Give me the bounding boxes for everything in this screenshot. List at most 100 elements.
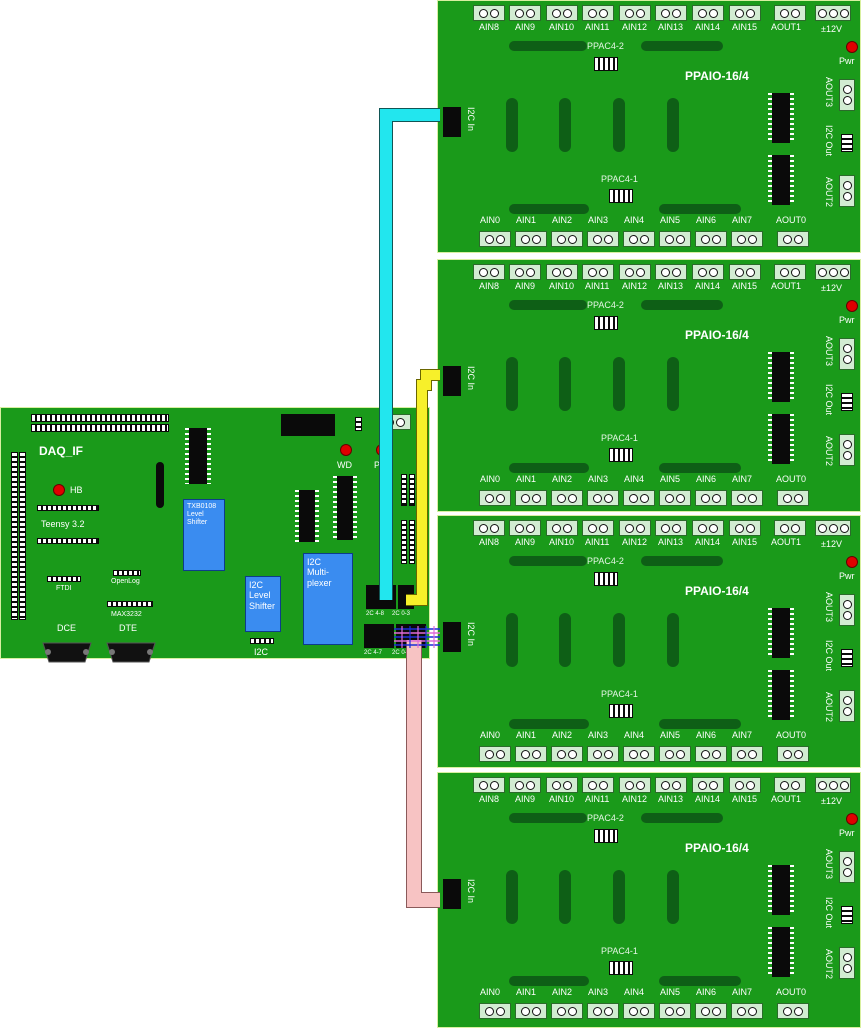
ppaio-title: PPAIO-16/4 [685, 69, 749, 83]
i2c-level-shifter: I2C Level Shifter [245, 576, 281, 632]
power-12v-terminal-ring [817, 523, 827, 533]
bottom-terminal-2 [551, 746, 583, 762]
bottom-label-3: AIN3 [588, 730, 609, 740]
top-terminal-6 [692, 777, 724, 793]
aout0-terminal-ring [794, 1006, 803, 1016]
pwr-led [846, 41, 858, 53]
aout0-label: AOUT0 [776, 987, 807, 997]
bottom-terminal-0-ring [485, 493, 494, 503]
aout2-terminal-ring [842, 451, 852, 460]
aout3-terminal [839, 851, 855, 883]
power-12v-terminal-ring [817, 267, 827, 277]
bottom-terminal-6-ring [701, 493, 710, 503]
pwr-label: Pwr [839, 571, 855, 581]
bottom-terminal-0-ring [496, 234, 505, 244]
aout3-label: AOUT3 [824, 592, 834, 623]
top-terminal-6-ring [709, 267, 718, 277]
bottom-terminal-3-ring [593, 234, 602, 244]
top-terminal-0 [473, 777, 505, 793]
bottom-right-slot [659, 976, 741, 986]
pwr-led [846, 300, 858, 312]
bottom-terminal-7-ring [748, 1006, 757, 1016]
dte-connector [106, 642, 156, 663]
teensy-header-top [37, 505, 99, 511]
bottom-terminal-5 [659, 490, 691, 506]
power-12v-terminal [815, 777, 851, 793]
daq-pwr-label: Pwr [374, 460, 390, 470]
hb-label: HB [70, 485, 83, 495]
top-right-slot [641, 556, 723, 566]
bottom-label-2: AIN2 [552, 215, 573, 225]
bottom-label-1: AIN1 [516, 474, 537, 484]
bottom-terminal-1 [515, 746, 547, 762]
aout3-terminal [839, 338, 855, 370]
top-terminal-4-ring [636, 780, 645, 790]
bottom-terminal-0 [479, 746, 511, 762]
top-label-6: AIN14 [695, 537, 721, 547]
top-terminal-3 [582, 777, 614, 793]
wd-label: WD [337, 460, 352, 470]
bottom-terminal-6-ring [712, 749, 721, 759]
top-label-3: AIN11 [585, 537, 610, 547]
top-label-1: AIN9 [515, 22, 536, 32]
top-terminal-4 [619, 5, 651, 21]
bottom-terminal-4 [623, 1003, 655, 1019]
bottom-label-4: AIN4 [624, 474, 645, 484]
bottom-terminal-4-ring [640, 749, 649, 759]
top-terminal-7-ring [735, 8, 744, 18]
vertical-slot-3 [667, 870, 679, 924]
aout2-terminal-ring [842, 953, 852, 962]
top-terminal-1-ring [526, 267, 535, 277]
top-terminal-5 [655, 777, 687, 793]
ppac-top-label: PPAC4-2 [587, 41, 624, 51]
bottom-terminal-1-ring [521, 749, 530, 759]
daq-power-terminal [379, 414, 411, 430]
i2c-out-label: I2C Out [824, 897, 834, 929]
bottom-terminal-0-ring [485, 749, 494, 759]
top-terminal-3-ring [588, 523, 597, 533]
top-label-0: AIN8 [479, 794, 500, 804]
bottom-terminal-6 [695, 1003, 727, 1019]
bottom-label-2: AIN2 [552, 474, 573, 484]
aout3-terminal-ring [842, 600, 852, 609]
top-left-slot [509, 300, 587, 310]
bottom-label-3: AIN3 [588, 215, 609, 225]
teensy-slot [156, 462, 164, 508]
dce-label: DCE [57, 623, 77, 633]
bottom-label-1: AIN1 [516, 987, 537, 997]
top-terminal-3-ring [588, 780, 597, 790]
power-12v-terminal-ring [817, 8, 827, 18]
top-terminal-2 [546, 777, 578, 793]
i2c-out-label: I2C Out [824, 640, 834, 672]
bottom-terminal-7-ring [737, 749, 746, 759]
top-label-3: AIN11 [585, 22, 610, 32]
pwr-label: Pwr [839, 828, 855, 838]
top-terminal-1 [509, 520, 541, 536]
aout1-terminal-ring [791, 780, 800, 790]
bottom-terminal-0-ring [496, 749, 505, 759]
bottom-terminal-5 [659, 231, 691, 247]
bottom-terminal-5-ring [665, 493, 674, 503]
small-pin-header [355, 417, 362, 431]
top-label-0: AIN8 [479, 22, 500, 32]
aout2-label: AOUT2 [824, 177, 834, 208]
ppaio-ic-lower [768, 927, 794, 977]
bottom-label-6: AIN6 [696, 215, 717, 225]
aout2-terminal-ring [842, 707, 852, 716]
teensy-label: Teensy 3.2 [41, 519, 85, 529]
top-label-7: AIN15 [732, 22, 758, 32]
power-12v-label: ±12V [821, 796, 842, 806]
i2c-in-label: I2C In [466, 622, 476, 647]
power-12v-label: ±12V [821, 24, 842, 34]
top-label-6: AIN14 [695, 22, 721, 32]
openlog-label: OpenLog [111, 578, 140, 585]
top-terminal-2-ring [552, 523, 561, 533]
aout1-terminal-ring [780, 8, 789, 18]
top-terminal-4-ring [636, 8, 645, 18]
bottom-terminal-4-ring [640, 234, 649, 244]
bottom-label-4: AIN4 [624, 215, 645, 225]
vertical-slot-0 [506, 357, 518, 411]
aout1-terminal-ring [791, 8, 800, 18]
